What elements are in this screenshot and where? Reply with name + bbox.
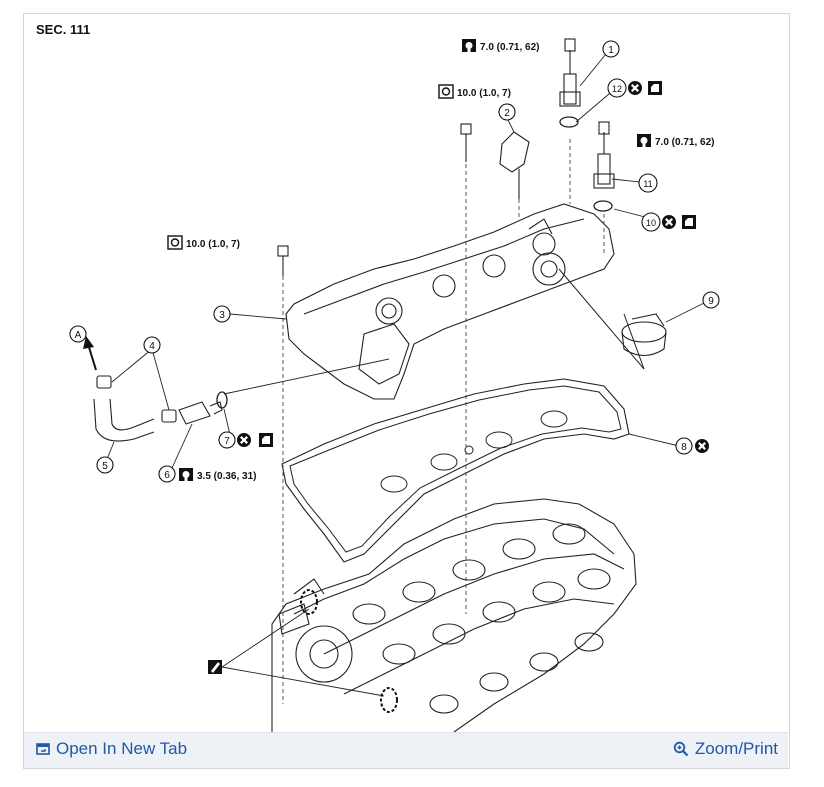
callout-6 — [158, 465, 176, 483]
torque-sensor-2: 7.0 (0.71, 62) — [655, 137, 714, 148]
do-not-reuse-icon — [626, 79, 644, 97]
o-ring-7 — [216, 391, 228, 409]
callout-5 — [96, 456, 114, 474]
o-ring-12 — [559, 116, 579, 128]
camshaft-sensor-1 — [559, 38, 581, 107]
do-not-reuse-icon — [693, 437, 711, 455]
do-not-reuse-icon — [660, 213, 678, 231]
callout-7 — [218, 431, 236, 449]
apply-oil-icon — [682, 215, 696, 229]
bolt-torque-icon — [167, 235, 183, 250]
exploded-diagram: SEC. 111 — [24, 14, 788, 732]
callout-2-text: 2 — [504, 108, 510, 119]
torque-bolt-top: 10.0 (1.0, 7) — [457, 88, 511, 99]
pcv-hose-5 — [93, 398, 155, 442]
callout-A-text: A — [75, 330, 82, 341]
zoom-print-link[interactable]: Zoom/Print — [673, 739, 778, 759]
callout-A — [69, 325, 87, 343]
new-tab-icon — [36, 743, 50, 755]
apply-sealant-icon — [208, 660, 222, 674]
diagram-frame — [23, 13, 790, 769]
torque-bolt-left: 10.0 (1.0, 7) — [186, 239, 240, 250]
apply-oil-icon — [259, 433, 273, 447]
camshaft-sensor-2 — [593, 121, 615, 189]
pcv-leader — [223, 358, 390, 395]
apply-oil-icon — [648, 81, 662, 95]
section-label: SEC. 111 — [36, 22, 91, 37]
cylinder-head — [271, 498, 637, 732]
callout-3-text: 3 — [219, 310, 225, 321]
callout-6-text: 6 — [164, 470, 170, 481]
callout-10-text: 10 — [646, 218, 656, 228]
callout-9-text: 9 — [708, 296, 714, 307]
torque-wrench-icon — [637, 134, 651, 147]
callout-4 — [143, 336, 161, 354]
callout-4-text: 4 — [149, 341, 155, 352]
callout-10 — [641, 212, 661, 232]
zoom-print-label: Zoom/Print — [694, 739, 778, 758]
open-in-new-tab-label: Open In New Tab — [56, 739, 188, 758]
callout-11-text: 11 — [643, 179, 652, 189]
rocker-cover — [285, 203, 615, 400]
callout-12 — [607, 78, 627, 98]
cap-leader — [623, 313, 645, 370]
callout-8 — [675, 437, 693, 455]
zoom-icon — [673, 741, 689, 757]
hose-clamp-4a — [96, 375, 112, 389]
callout-11 — [638, 173, 658, 193]
callout-12-text: 12 — [612, 84, 622, 94]
pcv-valve-6 — [178, 401, 223, 425]
oil-filler-cap — [621, 313, 667, 357]
callout-2 — [498, 103, 516, 121]
callout-5-text: 5 — [102, 461, 108, 472]
sealant-point-lower — [380, 687, 398, 713]
action-bar: Open In New Tab Zoom/Print — [24, 732, 788, 768]
torque-sensor-1: 7.0 (0.71, 62) — [480, 42, 539, 53]
callout-9 — [702, 291, 720, 309]
rocker-cover-gasket — [281, 378, 630, 563]
bolt-torque-icon — [438, 84, 454, 99]
callout-1 — [602, 40, 620, 58]
callout-8-text: 8 — [681, 442, 687, 453]
arrow-up-icon — [83, 336, 97, 371]
o-ring-10 — [593, 200, 613, 212]
callout-7-text: 7 — [224, 436, 230, 447]
engine-drawing: 1 2 3 4 5 6 7 8 9 10 11 12 A 7.0 (0.71, … — [69, 38, 720, 732]
plug-tube-seals — [380, 410, 568, 493]
callout-3 — [213, 305, 231, 323]
bracket-2 — [499, 131, 530, 199]
open-in-new-tab-link[interactable]: Open In New Tab — [36, 739, 187, 759]
hose-clamp-4b — [161, 409, 177, 423]
callout-1-text: 1 — [608, 45, 614, 56]
torque-pcv: 3.5 (0.36, 31) — [197, 471, 256, 482]
assembly-guidelines — [282, 139, 605, 704]
torque-wrench-icon — [179, 468, 193, 481]
bolt-top — [460, 123, 472, 162]
do-not-reuse-icon — [235, 431, 253, 449]
bolt-left — [277, 245, 289, 276]
torque-wrench-icon — [462, 39, 476, 52]
sealant-point-upper — [300, 589, 318, 615]
